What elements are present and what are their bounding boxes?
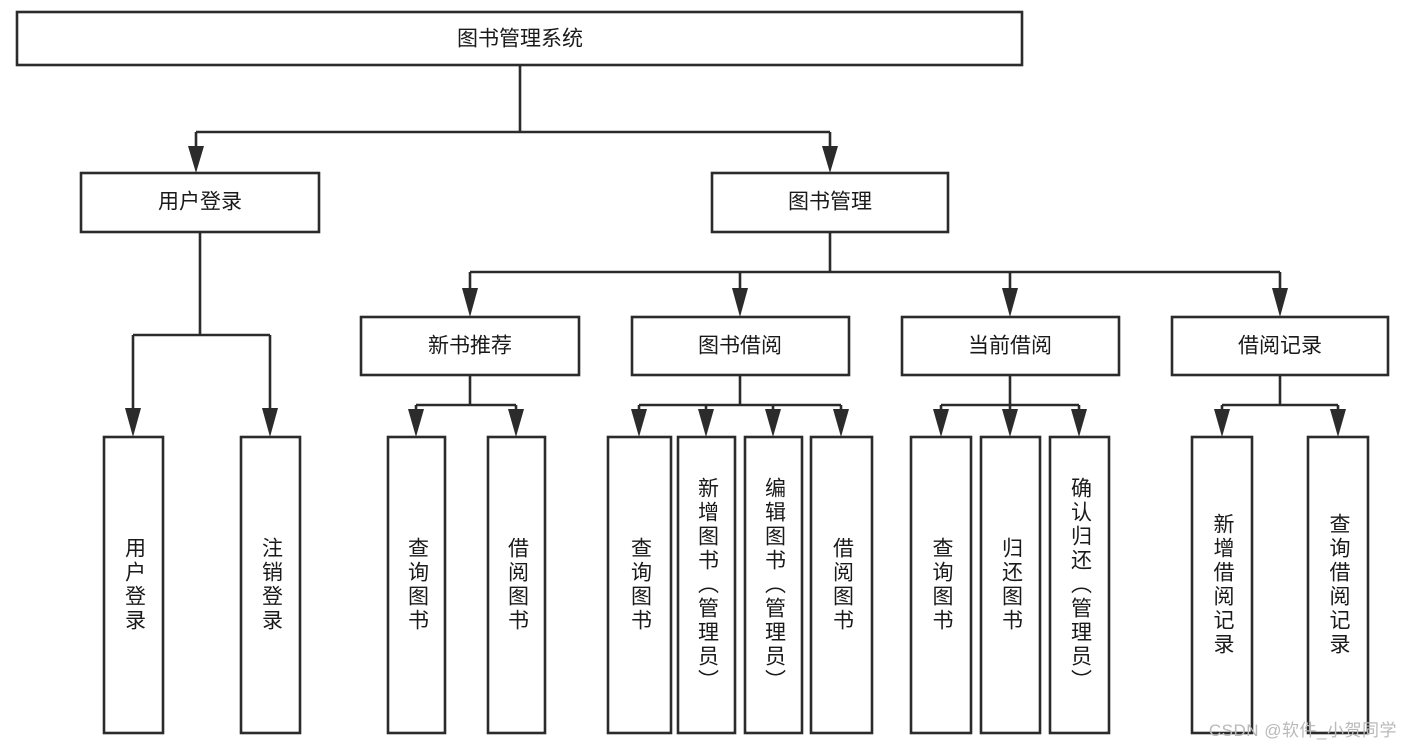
node-leaf-confirm-return[interactable]: [1048, 435, 1111, 735]
arrow-head-leaf-add-book: [698, 409, 714, 437]
node-leaf-add-book[interactable]: [676, 435, 737, 735]
csdn-watermark: CSDN @软件_小贺同学: [1208, 721, 1397, 740]
connector-layer: [125, 65, 1346, 437]
node-current-borrow[interactable]: [900, 315, 1121, 377]
node-new-book-recommend-label: 新书推荐: [428, 335, 512, 358]
node-leaf-logout[interactable]: [239, 435, 302, 735]
node-book-management[interactable]: [710, 171, 950, 234]
node-book-management-label: 图书管理: [788, 191, 872, 214]
arrow-head-new-book-recommend: [462, 288, 478, 317]
node-leaf-return-book[interactable]: [979, 435, 1042, 735]
node-leaf-query-book-recommend[interactable]: [386, 435, 447, 735]
node-leaf-query-book-borrow[interactable]: [606, 435, 673, 735]
node-borrow-record-label: 借阅记录: [1238, 335, 1322, 358]
arrow-head-current-borrow: [1002, 288, 1018, 317]
arrow-head-book-borrow: [732, 288, 748, 317]
node-leaf-query-borrow-record[interactable]: [1306, 435, 1370, 735]
node-root-label: 图书管理系统: [457, 28, 583, 51]
arrow-head-user-login: [188, 146, 204, 173]
arrow-head-leaf-borrow-book: [833, 409, 849, 437]
arrow-head-borrow-record: [1272, 288, 1288, 317]
node-leaf-query-book-current[interactable]: [909, 435, 973, 735]
arrow-head-book-management: [822, 146, 838, 173]
arrow-head-leaf-query-borrow-record: [1330, 409, 1346, 437]
arrow-head-leaf-query-book-current: [933, 409, 949, 437]
node-layer: 图书管理系统 用户登录 图书管理 新书推荐 图书借阅 当前借阅 借阅记录: [15, 10, 1390, 735]
arrow-head-leaf-add-borrow-record: [1214, 409, 1230, 437]
arrow-head-leaf-query-book-borrow: [631, 409, 647, 437]
arrow-head-leaf-borrow-book-recommend: [508, 409, 524, 437]
arrow-head-leaf-logout: [262, 408, 278, 437]
node-borrow-record[interactable]: [1170, 315, 1390, 377]
node-user-login-label: 用户登录: [158, 191, 242, 214]
node-root[interactable]: [15, 10, 1024, 67]
node-leaf-add-borrow-record[interactable]: [1190, 435, 1254, 735]
arrow-head-leaf-confirm-return: [1071, 409, 1087, 437]
arrow-head-leaf-user-login: [125, 408, 141, 437]
node-current-borrow-label: 当前借阅: [968, 335, 1052, 358]
arrow-head-leaf-edit-book: [765, 409, 781, 437]
node-leaf-borrow-book[interactable]: [809, 435, 874, 735]
arrow-head-leaf-query-book-recommend: [408, 409, 424, 437]
node-leaf-edit-book[interactable]: [743, 435, 804, 735]
node-new-book-recommend[interactable]: [359, 315, 581, 377]
node-leaf-user-login[interactable]: [102, 435, 165, 735]
node-book-borrow-label: 图书借阅: [698, 335, 782, 358]
arrow-head-leaf-return-book: [1002, 409, 1018, 437]
node-leaf-borrow-book-recommend[interactable]: [486, 435, 547, 735]
node-book-borrow[interactable]: [630, 315, 851, 377]
node-user-login[interactable]: [79, 171, 321, 234]
